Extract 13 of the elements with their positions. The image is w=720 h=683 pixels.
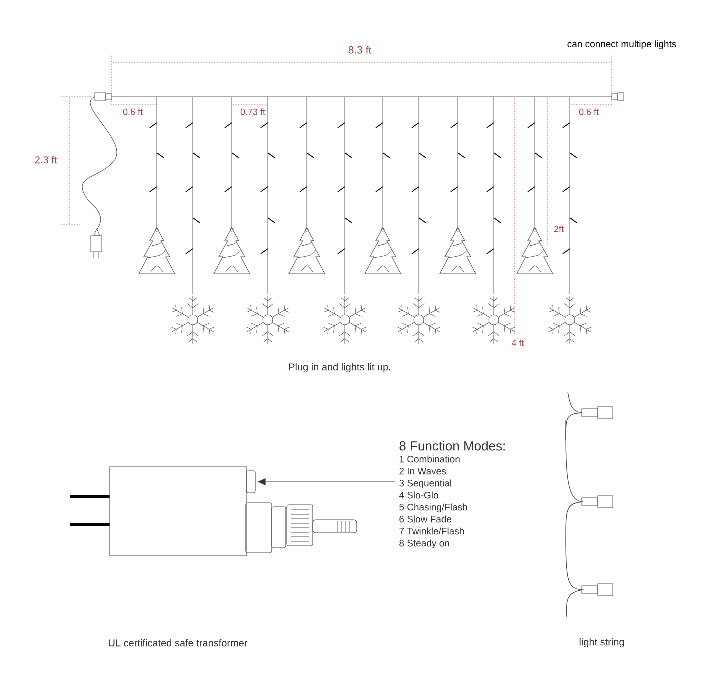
caption: Plug in and lights lit up.	[289, 363, 390, 373]
dimension-label: 8.3 ft	[348, 46, 372, 54]
dimension-label: 4 ft	[512, 340, 524, 346]
caption: UL certificated safe transformer	[109, 639, 248, 647]
dimension-label: 0.73 ft	[240, 108, 266, 116]
caption: light string	[580, 638, 624, 648]
dimension-label: 0.6 ft	[579, 108, 599, 116]
dimension-label: 2.3 ft	[35, 156, 58, 164]
dimension-label: 2ft	[554, 226, 564, 232]
mode-button	[246, 470, 256, 494]
dimension-label: 0.6 ft	[123, 108, 143, 116]
annotation: can connect multipe lights	[568, 40, 676, 50]
mode-list: 8 Function Modes: 1 Combination 2 In Waves 3 Sequential 4 Slo-Glo 5 Chasing/Flash 6 Slow Fade 7 Twinkle/Flash 8 Steady on	[399, 441, 505, 549]
